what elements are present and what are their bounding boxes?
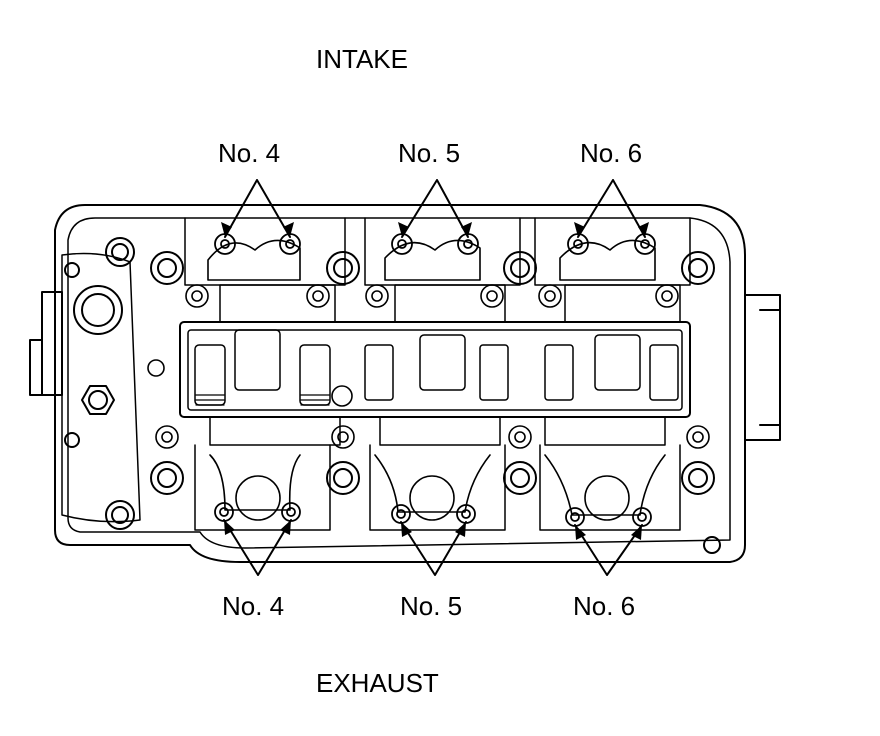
exhaust-rockers — [209, 454, 666, 516]
intake-arrowheads — [221, 222, 649, 237]
exhaust-no6-label: No. 6 — [573, 591, 636, 621]
cam-cap-bolts — [147, 284, 710, 449]
intake-label: INTAKE — [316, 44, 408, 74]
intake-no4-label: No. 4 — [218, 138, 281, 168]
exhaust-no5-label: No. 5 — [400, 591, 463, 621]
right-end-boss — [744, 294, 781, 441]
exhaust-arrowheads — [224, 520, 642, 540]
left-end-bracket — [29, 339, 43, 396]
left-plate — [61, 252, 141, 523]
head-bolts — [105, 237, 715, 530]
intake-bays — [184, 217, 691, 286]
left-large-boss — [73, 285, 123, 335]
exhaust-bosses — [235, 475, 630, 521]
head-inner-outline — [67, 217, 731, 549]
intake-no5-label: No. 5 — [398, 138, 461, 168]
valve-springs — [194, 329, 679, 406]
exhaust-no4-label: No. 4 — [222, 591, 285, 621]
exhaust-label: EXHAUST — [316, 668, 439, 698]
hex-plug — [81, 385, 115, 415]
intake-no6-label: No. 6 — [580, 138, 643, 168]
cam-valley — [179, 321, 691, 418]
head-outline — [54, 204, 746, 563]
spring-coils — [195, 394, 330, 406]
left-end-boss — [41, 291, 63, 396]
intake-adjusters — [214, 233, 656, 255]
